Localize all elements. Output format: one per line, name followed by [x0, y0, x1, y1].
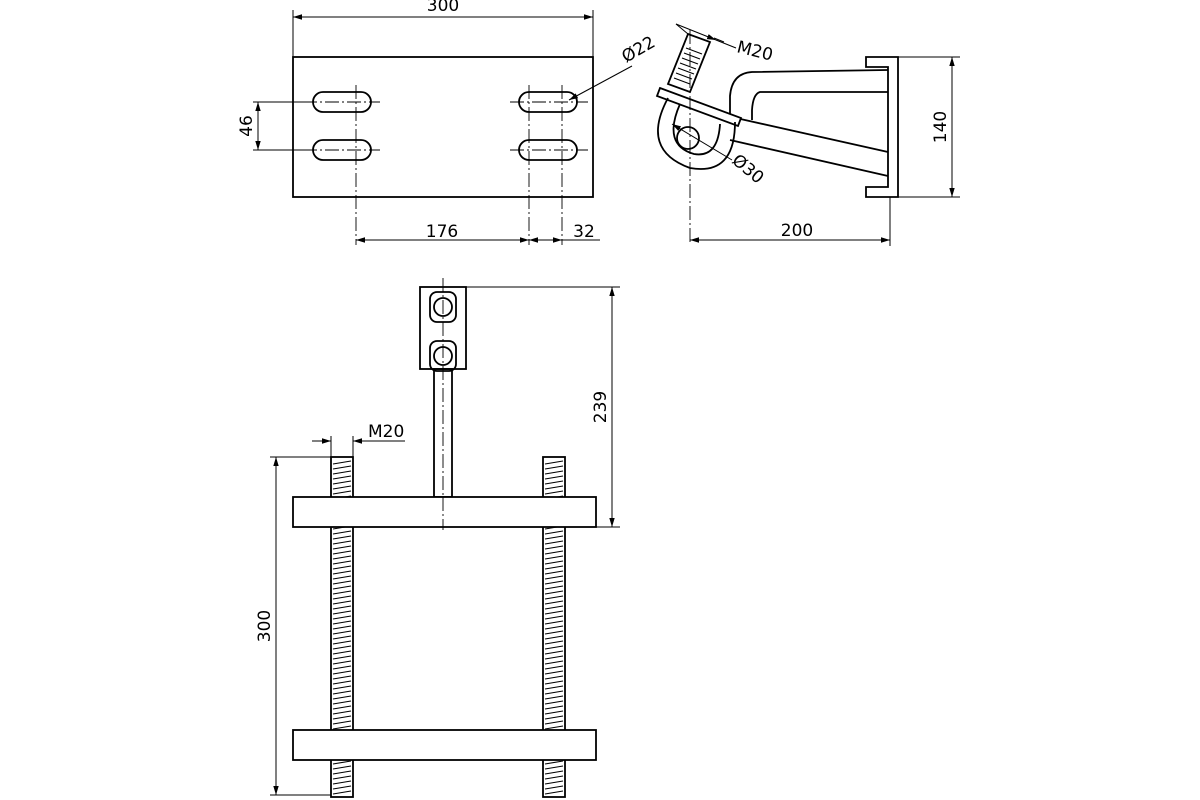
- dimension-thread: M20: [675, 23, 775, 66]
- dimension-label-200: 200: [781, 221, 813, 241]
- crossbar-upper: [292, 496, 597, 528]
- dimension-label-32: 32: [573, 222, 595, 242]
- dimension-bottom-length: 300: [255, 456, 331, 796]
- dimension-label-46: 46: [237, 115, 257, 137]
- channel-plate: [865, 56, 899, 198]
- dimension-slot-diameter: Ø22: [568, 33, 659, 101]
- dimension-label-d30: Ø30: [728, 151, 768, 189]
- dimension-width: 300: [292, 0, 594, 57]
- dimension-height: 140: [898, 56, 960, 198]
- dimension-rod-thread: M20: [312, 422, 405, 457]
- threaded-rod-left: [330, 456, 354, 798]
- upper-arm: [729, 69, 889, 120]
- lower-arm: [735, 117, 889, 153]
- crossbar-lower: [292, 729, 597, 761]
- dimension-label-300-bottom: 300: [255, 610, 275, 642]
- dimension-label-300: 300: [427, 0, 459, 16]
- dimension-depth: 200: [690, 197, 891, 246]
- threaded-rod-right: [542, 456, 566, 798]
- dimension-label-176: 176: [426, 222, 458, 242]
- dimension-label-d22: Ø22: [619, 33, 659, 68]
- dimension-slot-spacing: 46: [237, 101, 313, 151]
- mounting-plate: [292, 56, 594, 198]
- clamp-plate: [655, 86, 743, 128]
- bottom-view: 239 M20 300: [255, 278, 620, 798]
- dimension-label-m20-side: M20: [735, 37, 775, 65]
- dimension-label-239: 239: [591, 391, 611, 423]
- dimension-edge-offset: 32: [529, 222, 600, 243]
- side-view: M20 Ø30 140 200: [655, 23, 960, 246]
- dimension-hole-spacing: 176: [356, 222, 529, 243]
- dimension-label-140: 140: [931, 111, 951, 143]
- dimension-bottom-height: 239: [466, 286, 620, 528]
- front-view: 300 46 176 32 Ø22: [237, 0, 659, 245]
- center-lines: [303, 85, 588, 245]
- dimension-label-m20-bottom: M20: [368, 422, 404, 442]
